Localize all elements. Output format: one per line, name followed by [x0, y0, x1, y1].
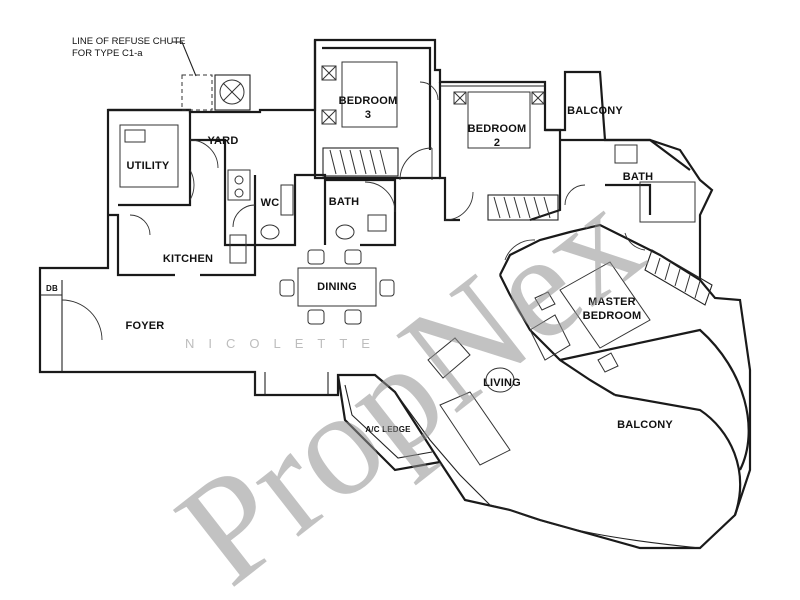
label-master-bedroom: BEDROOM	[583, 310, 642, 322]
furniture	[119, 61, 696, 466]
label-balcony-top: BALCONY	[567, 105, 623, 117]
label-ac-ledge: A/C LEDGE	[365, 425, 411, 434]
doors	[61, 81, 646, 341]
label-bedroom3-number: 3	[365, 109, 371, 121]
project-watermark: NICOLETTE	[185, 336, 384, 351]
label-balcony-main: BALCONY	[617, 419, 673, 431]
outer-wall	[38, 38, 752, 550]
label-dining: DINING	[317, 281, 357, 293]
label-yard: YARD	[208, 135, 239, 147]
label-kitchen: KITCHEN	[163, 253, 213, 265]
refuse-chute-note-line2: FOR TYPE C1-a	[72, 48, 143, 59]
room-labels: LINE OF REFUSE CHUTE FOR TYPE C1-a BEDRO…	[46, 36, 673, 434]
walls	[38, 38, 752, 550]
label-master: MASTER	[588, 296, 636, 308]
label-bath2: BATH	[623, 171, 654, 183]
label-bedroom2: BEDROOM	[468, 123, 527, 135]
label-utility: UTILITY	[127, 160, 170, 172]
label-living: LIVING	[483, 377, 521, 389]
label-wc: WC	[261, 197, 280, 209]
label-bath1: BATH	[329, 196, 360, 208]
label-foyer: FOYER	[126, 320, 165, 332]
wardrobes	[322, 147, 713, 306]
label-bedroom3: BEDROOM	[339, 95, 398, 107]
label-bedroom2-number: 2	[494, 137, 500, 149]
refuse-chute-note-line1: LINE OF REFUSE CHUTE	[72, 36, 186, 47]
label-db: DB	[46, 284, 58, 293]
refuse-chute-outline	[181, 74, 213, 111]
